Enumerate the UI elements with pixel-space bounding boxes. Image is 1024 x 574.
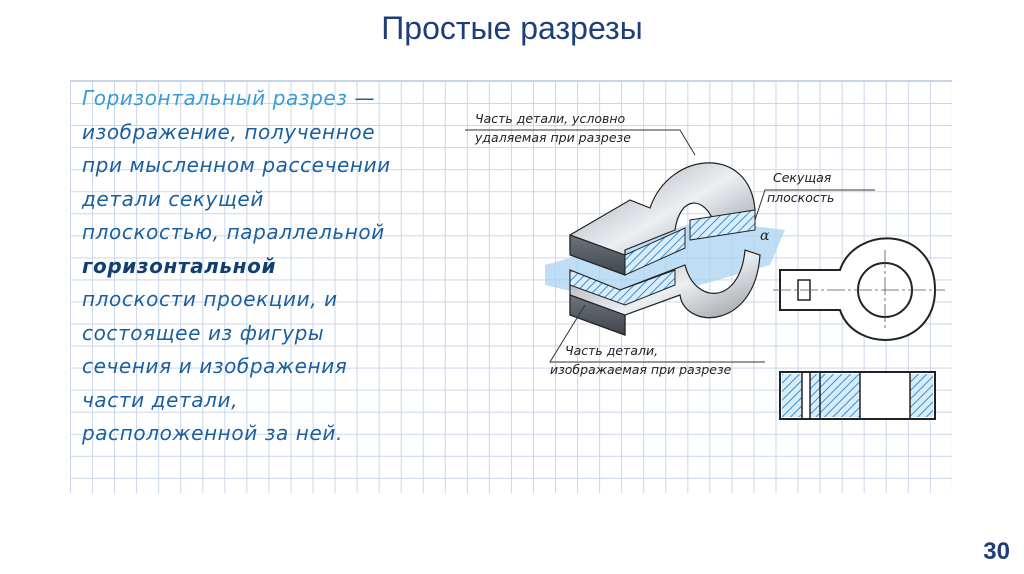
definition-line-5: плоскостью, параллельной: [82, 220, 385, 244]
upper-part: [569, 162, 756, 276]
definition-line-10: части детали,: [82, 387, 239, 412]
leader-shown-part: [549, 304, 765, 363]
page-number: 30: [983, 538, 1010, 565]
definition-text: Горизонтальный разрез — изображение, пол…: [82, 82, 462, 451]
definition-dash: —: [347, 86, 376, 110]
definition-line-8: состоящее из фигуры: [82, 320, 325, 345]
definition-line-4: детали секущей: [82, 186, 264, 211]
label-shown-part-line2: изображаемая при разрезе: [550, 362, 732, 377]
label-shown-part-line1: Часть детали,: [565, 343, 658, 358]
front-section-view: [779, 371, 936, 420]
slide-title: Простые разрезы: [381, 10, 643, 46]
section-drawing: Часть детали, условно удаляемая при разр…: [465, 111, 945, 420]
label-removed-part-line2: удаляемая при разрезе: [474, 130, 631, 145]
definition-term: Горизонтальный разрез: [82, 86, 348, 110]
definition-line-1: Горизонтальный разрез —: [82, 82, 462, 116]
label-cutting-plane-line2: плоскость: [767, 190, 834, 205]
leader-cutting-plane: [754, 189, 875, 221]
label-cutting-plane-line1: Секущая: [773, 170, 832, 185]
definition-line-3: при мысленном рассечении: [82, 153, 391, 177]
definition-line-7: плоскости проекции, и: [82, 287, 338, 311]
leader-removed-part: [465, 129, 696, 156]
definition-line-2: изображение, полученное: [82, 119, 376, 144]
label-removed-part-line1: Часть детали, условно: [475, 111, 626, 126]
definition-bold-word: горизонтальной: [82, 253, 277, 278]
definition-line-11: расположенной за ней.: [82, 421, 343, 445]
definition-line-9: сечения и изображения: [82, 354, 348, 378]
lower-part: [569, 249, 761, 336]
top-view: [773, 237, 945, 341]
alpha-symbol: α: [760, 228, 770, 244]
